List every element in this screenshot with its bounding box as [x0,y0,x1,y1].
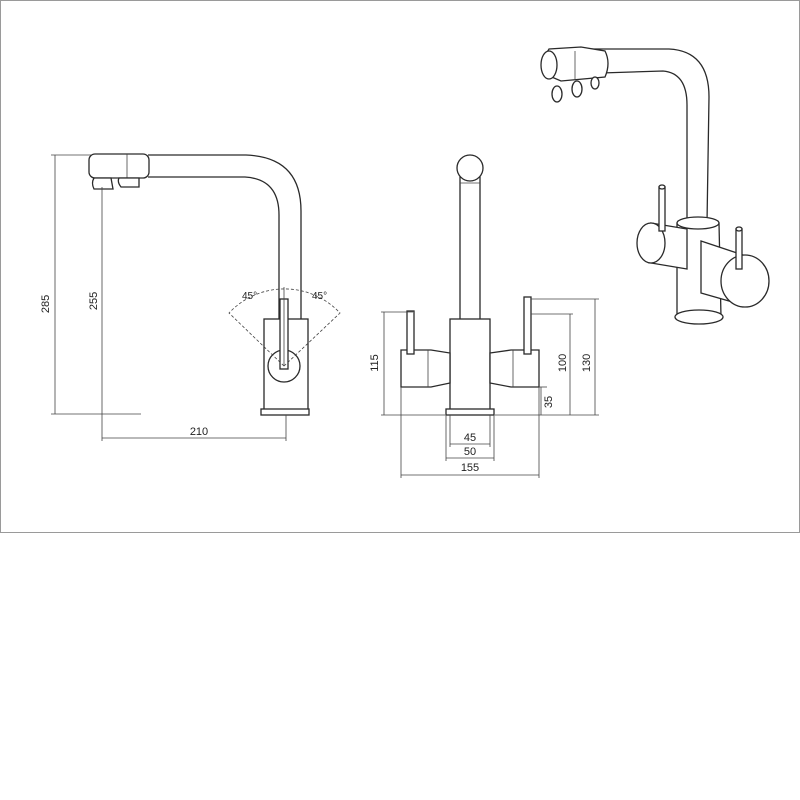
side-view: 45° 45° 285 255 210 [40,153,341,441]
front-handle-right [489,349,540,388]
dim-front-outer-base: 50 [464,446,476,458]
side-spout-inner [148,176,280,319]
side-outlet-2 [117,177,140,188]
dim-front-total-width: 155 [461,462,479,474]
persp-handle-right-cap [720,254,770,308]
drawing-sheet: 45° 45° 285 255 210 [0,0,800,533]
front-lever-right [523,296,532,355]
dim-front-lever-height: 100 [557,354,569,372]
front-handle-left [400,349,451,388]
dim-front-total-height: 130 [581,354,593,372]
dim-side-reach: 210 [190,426,208,438]
dim-side-total-height: 285 [40,295,52,313]
persp-lever-right [735,228,743,270]
persp-handle-left-cap [636,222,666,264]
persp-outlet-3 [590,76,600,90]
side-base [260,408,310,416]
persp-spout-outline [581,48,710,224]
persp-base [674,309,724,325]
persp-outlet-2 [571,80,583,98]
front-view: 115 100 130 35 45 50 155 [369,154,599,478]
front-spout-head [456,154,484,182]
dim-front-inner-base: 45 [464,432,476,444]
persp-outlet-1 [551,85,563,103]
angle-sweep [228,288,341,367]
side-outlet-1 [91,177,114,190]
front-spout-column [459,176,481,322]
front-base [445,408,495,416]
dim-front-left-height: 115 [369,354,381,372]
persp-spout-inner [600,70,688,223]
front-lever-left [406,310,415,355]
persp-head-cap [540,50,558,80]
angle-right-label: 45° [312,291,327,302]
side-spout-outline [148,154,302,319]
dim-side-spout-height: 255 [88,292,100,310]
faucet-technical-drawing: 45° 45° 285 255 210 [40,46,770,478]
angle-left-label: 45° [242,291,257,302]
perspective-view [540,46,770,325]
dim-front-base-height: 35 [543,396,555,408]
front-body [449,318,491,412]
side-spout-head [88,153,150,179]
persp-lever-left [658,186,666,232]
